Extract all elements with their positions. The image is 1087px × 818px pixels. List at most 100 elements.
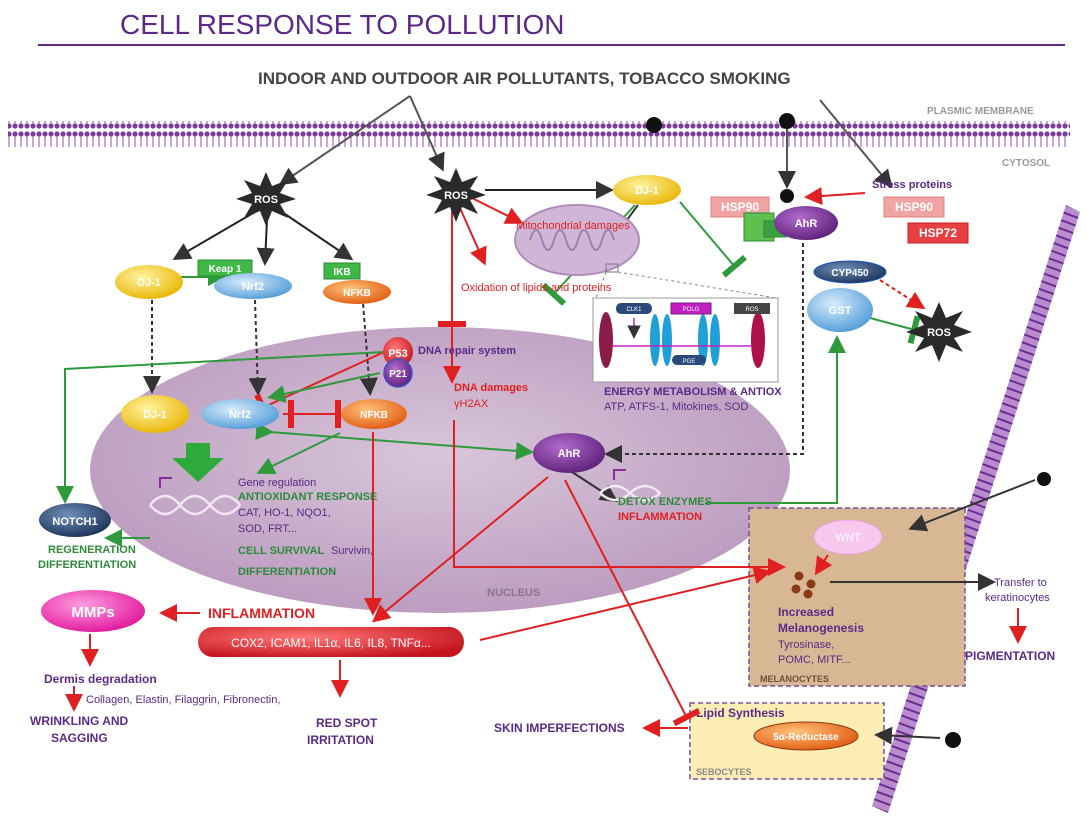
inset-clk1-label: CLK1 [626,307,642,313]
arrow-ros-ikb [281,211,354,261]
channel-icon [662,314,672,366]
mmps-node: MMPs [41,590,145,632]
arrow-nfkb-gene [256,432,341,474]
channel-icon [698,314,708,366]
imperfections-label: SKIN IMPERFECTIONS [494,721,625,735]
tyrosinase-label: Tyrosinase, [778,639,834,651]
arrow-ros-oxidation [459,207,487,266]
sebocytes-label: SEBOCYTES [696,767,752,777]
mito-inset: CLK1 POLG ROS PGE [592,271,779,383]
nrf2-nucleus-node: Nrf2 [201,399,279,429]
arrow-ligand-wnt [908,479,1036,532]
pollutants-label: INDOOR AND OUTDOOR AIR POLLUTANTS, TOBAC… [258,69,791,88]
receptor-dot [779,113,795,129]
inset-tag-clk1 [616,303,652,314]
arrow-ros-mito [471,197,524,224]
mmps-label: MMPs [71,604,114,621]
membrane-protein-icon [751,312,765,368]
wrinkling-line1: WRINKLING AND [30,714,129,728]
inset-ros-label: ROS [745,307,758,313]
detox-label: DETOX ENZYMES [618,496,712,508]
dermis-label: Dermis degradation [44,672,157,686]
dna-repair-label: DNA repair system [418,345,516,357]
green-down-arrow-icon [172,443,224,482]
arrow-ahr-translocation [604,243,804,463]
arrow-ros-nrf2 [256,219,275,266]
arrow-pollutant-ros-center [409,95,445,172]
inhibit-dj1-inset [679,201,747,278]
nfkb-nucleus-node: NFKB [341,399,407,429]
ligand-dot [780,189,794,203]
membrane-protein-icon [599,312,613,368]
wnt-node: WNT [813,519,883,555]
dj1-top-node: DJ-1 [613,175,681,205]
ligand-dot [1037,472,1051,486]
p53-circle [383,337,413,367]
nrf2-label: Nrf2 [242,281,264,293]
antioxidant-response-label: ANTIOXIDANT RESPONSE [238,491,377,503]
p53-p21: P53 P21 [383,337,413,388]
notch1-node: NOTCH1 [39,503,111,537]
inhibit-gst-ros [869,315,921,345]
page-title: CELL RESPONSE TO POLLUTION [120,9,565,40]
p53-label: P53 [388,348,408,360]
increased-label: Increased [778,605,834,619]
dj1-label: DJ-1 [137,277,161,289]
cell-survival-text: CELL SURVIVAL [238,545,324,557]
dj1-label: DJ-1 [635,185,659,197]
arrow-ros-dj1 [172,211,256,261]
pigmentation-label: PIGMENTATION [965,649,1055,663]
keap1-box [197,259,253,277]
p21-label: P21 [389,369,407,380]
plasma-membrane [8,121,1070,147]
arrow-ahr-detox [571,471,619,503]
inset-tag-ros [734,303,770,314]
ikb-box [323,262,361,280]
mito-damages-text: Mitochondrial damages [516,220,630,232]
ikb-nfkb-node: IKB NFKB [323,262,391,304]
inhibit-ahr-lipid [564,479,701,727]
arrow-cytokines-melanogenesis [479,566,772,641]
arrow-p53-notch [56,351,385,504]
energy-title: ENERGY METABOLISM & ANTIOX [604,386,782,398]
survivin-text: Survivin, [331,545,373,557]
regeneration-label: REGENERATION [48,544,136,556]
redspot-line1: RED SPOT [316,716,378,730]
cytosol-label: CYTOSOL [1002,158,1050,169]
regen-differentiation-label: DIFFERENTIATION [38,559,136,571]
melanogenesis-label: Melanogenesis [778,621,864,635]
p21-circle [383,358,413,388]
ahr-label: AhR [558,448,581,460]
inset-tag-pge [672,355,706,365]
arrow-nrf2-ahr [255,421,534,460]
oxidation-text: Oxidation of lipids and proteins [461,282,612,294]
dj1-left-node: DJ-1 [115,265,183,299]
dna-helix-icon [149,477,241,516]
arrow-pollutant-ros-left [278,95,411,186]
ros-star-left: ROS [236,172,296,226]
cyp-gst-node: CYP450 GST [807,260,887,332]
hsp90-left-box [710,196,770,218]
nucleus-label: NUCLEUS [487,587,540,599]
gst-label: GST [829,305,852,317]
reductase-label: 5α-Reductase [773,732,839,743]
mito-damages-label: Mitochondrial damages [516,220,630,232]
antiox-list-2: SOD, FRT... [238,523,297,535]
ros-label: ROS [254,194,278,206]
dj1-label: DJ-1 [143,409,167,421]
lipid-synthesis-label: Lipid Synthesis [696,706,785,720]
wnt-label: WNT [835,532,860,544]
receptor-dot [646,117,662,133]
arrow-ahr-cytokines [371,476,549,623]
nfkb-ellipse [323,280,391,304]
ahr-label: AhR [795,218,818,230]
melanocytes-label: MELANOCYTES [760,674,829,684]
redspot-line2: IRRITATION [307,733,374,747]
inset-tag-polg [670,302,712,315]
nrf2-ellipse [214,273,292,299]
gst-ellipse [807,288,873,332]
arrow-cyp-ros [879,279,926,310]
nfkb-label: NFKB [343,288,371,299]
